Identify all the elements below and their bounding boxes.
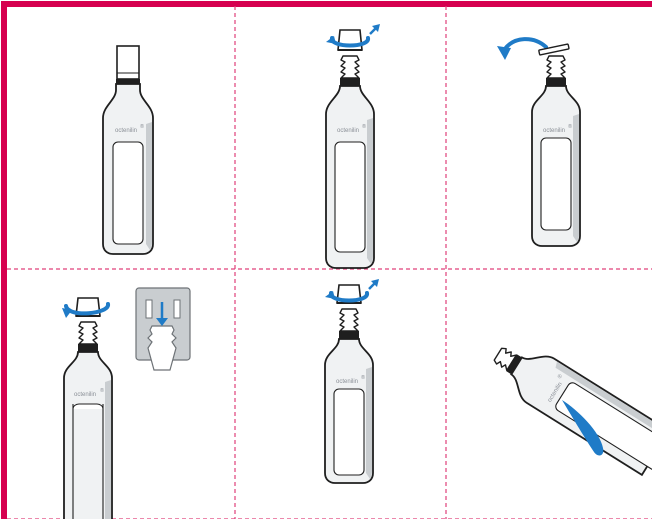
curved-arrow-icon — [497, 39, 546, 60]
bottle: octenilin ® — [103, 46, 153, 254]
panel-3-remove-cap: octenilin ® — [497, 39, 580, 246]
panel-5-attachment-twisted: octenilin ® — [325, 279, 379, 483]
panel-6-pour-solution: octenilin ® — [484, 332, 652, 480]
registered-mark: ® — [362, 123, 366, 130]
brand-label: octenilin — [74, 392, 96, 398]
panel-4-twist-on-attachment: octenilin ® — [62, 288, 190, 519]
brand-label: octenilin — [337, 128, 359, 134]
panel-1-closed-bottle: octenilin ® — [103, 46, 153, 254]
brand-label: octenilin — [115, 128, 137, 134]
registered-mark: ® — [140, 123, 144, 130]
registered-mark: ® — [361, 374, 365, 381]
panel-2-twist-off-cap: octenilin ® — [326, 24, 380, 268]
attachment-illustration — [136, 288, 190, 370]
brand-label: octenilin — [543, 128, 565, 134]
registered-mark: ® — [100, 387, 104, 394]
registered-mark: ® — [568, 123, 572, 130]
brand-label: octenilin — [336, 379, 358, 385]
